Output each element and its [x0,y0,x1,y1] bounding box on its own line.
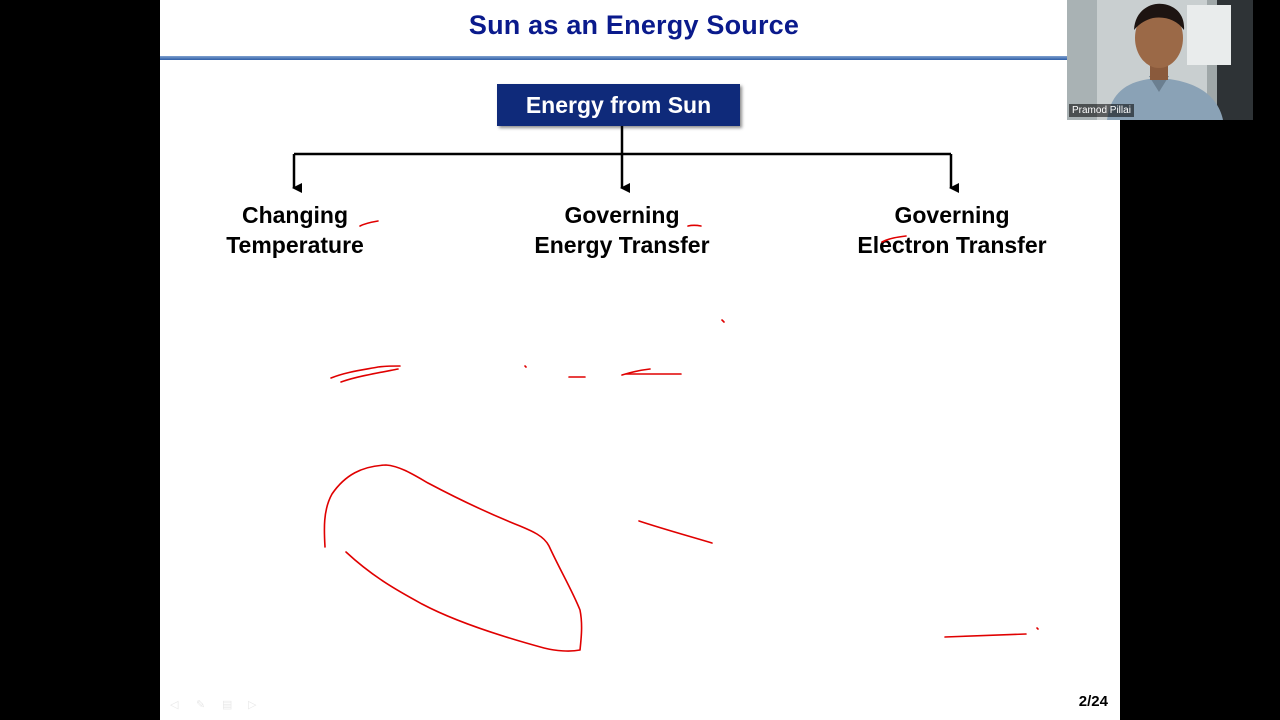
prev-slide-icon[interactable]: ◁ [170,699,179,711]
pen-annotations [323,220,1039,652]
branch-governing-energy-transfer: Governing Energy Transfer [512,200,732,260]
ink-stroke [323,464,583,652]
ink-stroke [340,368,399,383]
presenter-webcam: Pramod Pillai [1067,0,1253,120]
ink-stroke [881,235,907,243]
presentation-slide: Sun as an Energy Source Energy from Sun … [160,0,1120,720]
slide-nav-controls[interactable]: ◁ ✎ ▤ ▷ [170,699,264,711]
branch-line-2: Temperature [226,232,364,258]
branch-line-2: Energy Transfer [534,232,710,258]
ink-stroke [1036,627,1039,630]
title-rule [160,56,1070,60]
ink-stroke [621,368,651,376]
ink-stroke [330,365,401,379]
ink-stroke [721,319,725,323]
ink-stroke [359,220,379,227]
presenter-name-label: Pramod Pillai [1069,104,1134,117]
branch-line-1: Governing [894,202,1010,228]
presenter-video-icon [1067,0,1253,120]
next-slide-icon[interactable]: ▷ [248,699,257,711]
menu-icon[interactable]: ▤ [222,699,233,711]
branch-governing-electron-transfer: Governing Electron Transfer [832,200,1072,260]
ink-stroke [638,520,713,544]
pen-tool-icon[interactable]: ✎ [196,699,206,711]
tree-connectors [292,126,959,193]
ink-stroke [524,365,527,368]
page-number: 2/24 [1078,693,1108,710]
root-node-box: Energy from Sun [497,84,740,126]
slide-title: Sun as an Energy Source [468,10,800,40]
branch-line-1: Governing [564,202,680,228]
ink-stroke [687,224,702,227]
ink-stroke [944,633,1027,638]
branch-changing-temperature: Changing Temperature [200,200,390,260]
branch-line-2: Electron Transfer [857,232,1047,258]
branch-line-1: Changing [241,202,349,228]
